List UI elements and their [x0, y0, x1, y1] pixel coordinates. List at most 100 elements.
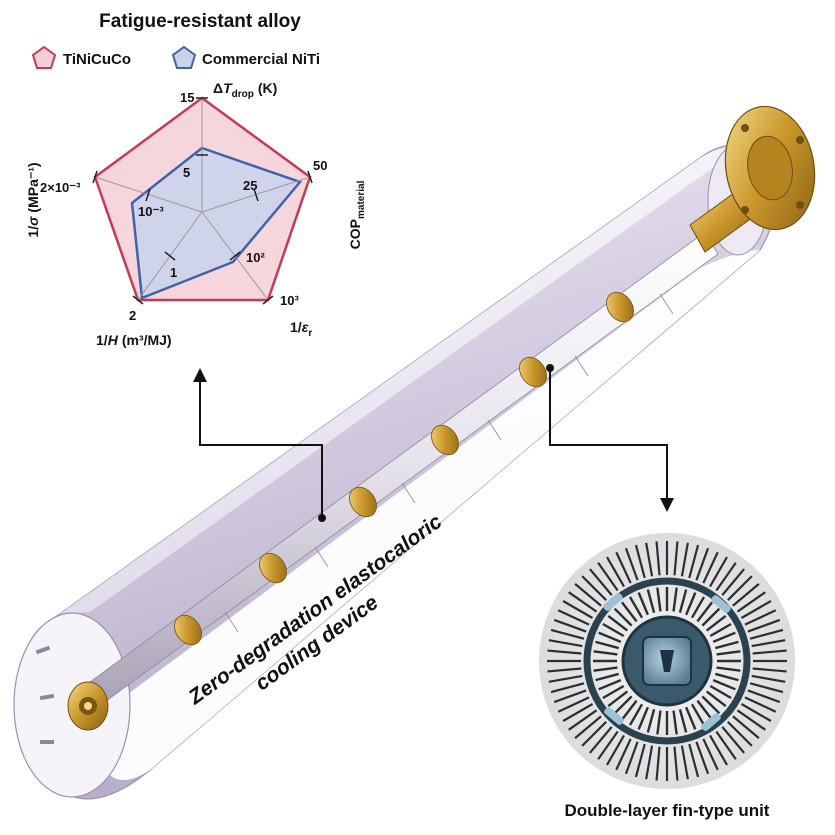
- fin: [655, 746, 661, 781]
- fin: [568, 591, 598, 613]
- axis-label-sigma: 1/σ(MPa⁻¹): [25, 162, 41, 237]
- fin: [701, 695, 721, 715]
- fin: [607, 614, 629, 632]
- fin: [634, 743, 646, 778]
- fin: [595, 640, 620, 650]
- fin: [606, 556, 625, 588]
- fin: [732, 583, 760, 607]
- fin: [613, 607, 633, 627]
- fin-unit-inset: [539, 533, 795, 789]
- device-left-fitting: [67, 681, 109, 731]
- radar-chart: Fatigue-resistant alloy TiNiCuCo Commerc…: [25, 11, 367, 348]
- tick-sigma-max: 2×10⁻³: [40, 180, 81, 195]
- tick-cop-mid: 25: [243, 178, 257, 193]
- fin: [695, 547, 710, 581]
- fin: [685, 706, 697, 730]
- fin: [598, 679, 622, 691]
- fin: [548, 674, 583, 683]
- fin: [715, 562, 737, 592]
- fin: [678, 589, 688, 614]
- fin: [598, 631, 622, 643]
- fin: [553, 689, 587, 704]
- fin: [589, 726, 613, 754]
- fin: [702, 551, 719, 584]
- fin: [557, 696, 590, 713]
- fin: [606, 734, 625, 766]
- fin: [548, 639, 583, 648]
- fin: [673, 746, 679, 781]
- fin: [712, 679, 736, 691]
- fin: [624, 741, 639, 775]
- fin: [740, 600, 772, 619]
- fin: [645, 745, 654, 780]
- fin: [602, 622, 625, 638]
- fin: [581, 721, 607, 747]
- arrow-to-radar: [199, 380, 323, 518]
- fin: [709, 556, 728, 588]
- fin: [656, 710, 662, 735]
- fin: [690, 703, 706, 726]
- fin: [744, 609, 777, 626]
- radar-series-niti: [130, 146, 303, 300]
- axis-label-cop: COPmaterial: [347, 180, 367, 249]
- arrow-to-inset-head: [660, 498, 674, 512]
- fin: [714, 640, 739, 650]
- fin: [749, 628, 784, 640]
- fin: [646, 589, 656, 614]
- legend-label-tinicuco: TiNiCuCo: [63, 51, 131, 68]
- fin: [550, 628, 585, 640]
- radar-legend: TiNiCuCo Commercial NiTi: [31, 45, 320, 69]
- fin: [696, 601, 714, 623]
- fin: [685, 592, 697, 616]
- fin: [656, 587, 662, 612]
- fin: [628, 703, 644, 726]
- device-tube-upper-wall: [40, 148, 738, 628]
- fin: [727, 575, 753, 601]
- fin: [747, 689, 781, 704]
- fin: [751, 674, 786, 683]
- cooling-device: [13, 105, 816, 800]
- fin: [593, 650, 618, 656]
- fin-unit: [606, 291, 634, 323]
- fin: [688, 544, 700, 579]
- fin: [714, 672, 739, 682]
- fin: [607, 690, 629, 708]
- tick-dT-max: 15: [180, 90, 194, 105]
- device-rod-segments: [224, 293, 674, 633]
- axis-label-eps: 1/εr: [290, 319, 312, 339]
- fin: [553, 618, 587, 633]
- fin: [721, 568, 745, 596]
- fin: [709, 684, 732, 700]
- fin: [568, 709, 598, 731]
- fin: [620, 601, 638, 623]
- fin: [557, 609, 590, 626]
- fin-unit: [259, 552, 287, 584]
- device-cutaway: [102, 250, 760, 780]
- fin: [751, 639, 786, 648]
- fin: [715, 730, 737, 760]
- fin: [716, 650, 741, 656]
- inset-outer-fins: [547, 541, 787, 781]
- fin: [701, 607, 721, 627]
- axis-label-dT: ΔTdrop(K): [213, 80, 277, 100]
- fin: [550, 682, 585, 694]
- fin: [721, 726, 745, 754]
- tick-h-max: 2: [129, 308, 136, 323]
- fin: [628, 596, 644, 619]
- fin: [620, 699, 638, 721]
- fin: [736, 709, 766, 731]
- tick-sigma-mid: 10⁻³: [138, 204, 164, 219]
- fin: [595, 672, 620, 682]
- tick-eps-mid: 10²: [246, 250, 265, 265]
- fin: [680, 542, 689, 577]
- fin: [624, 547, 639, 581]
- fin: [732, 715, 760, 739]
- fin: [673, 541, 679, 576]
- fin-unit: [349, 486, 377, 518]
- fin: [672, 710, 678, 735]
- fin: [602, 684, 625, 700]
- arrow-to-radar-head: [193, 368, 207, 382]
- fin: [593, 666, 618, 672]
